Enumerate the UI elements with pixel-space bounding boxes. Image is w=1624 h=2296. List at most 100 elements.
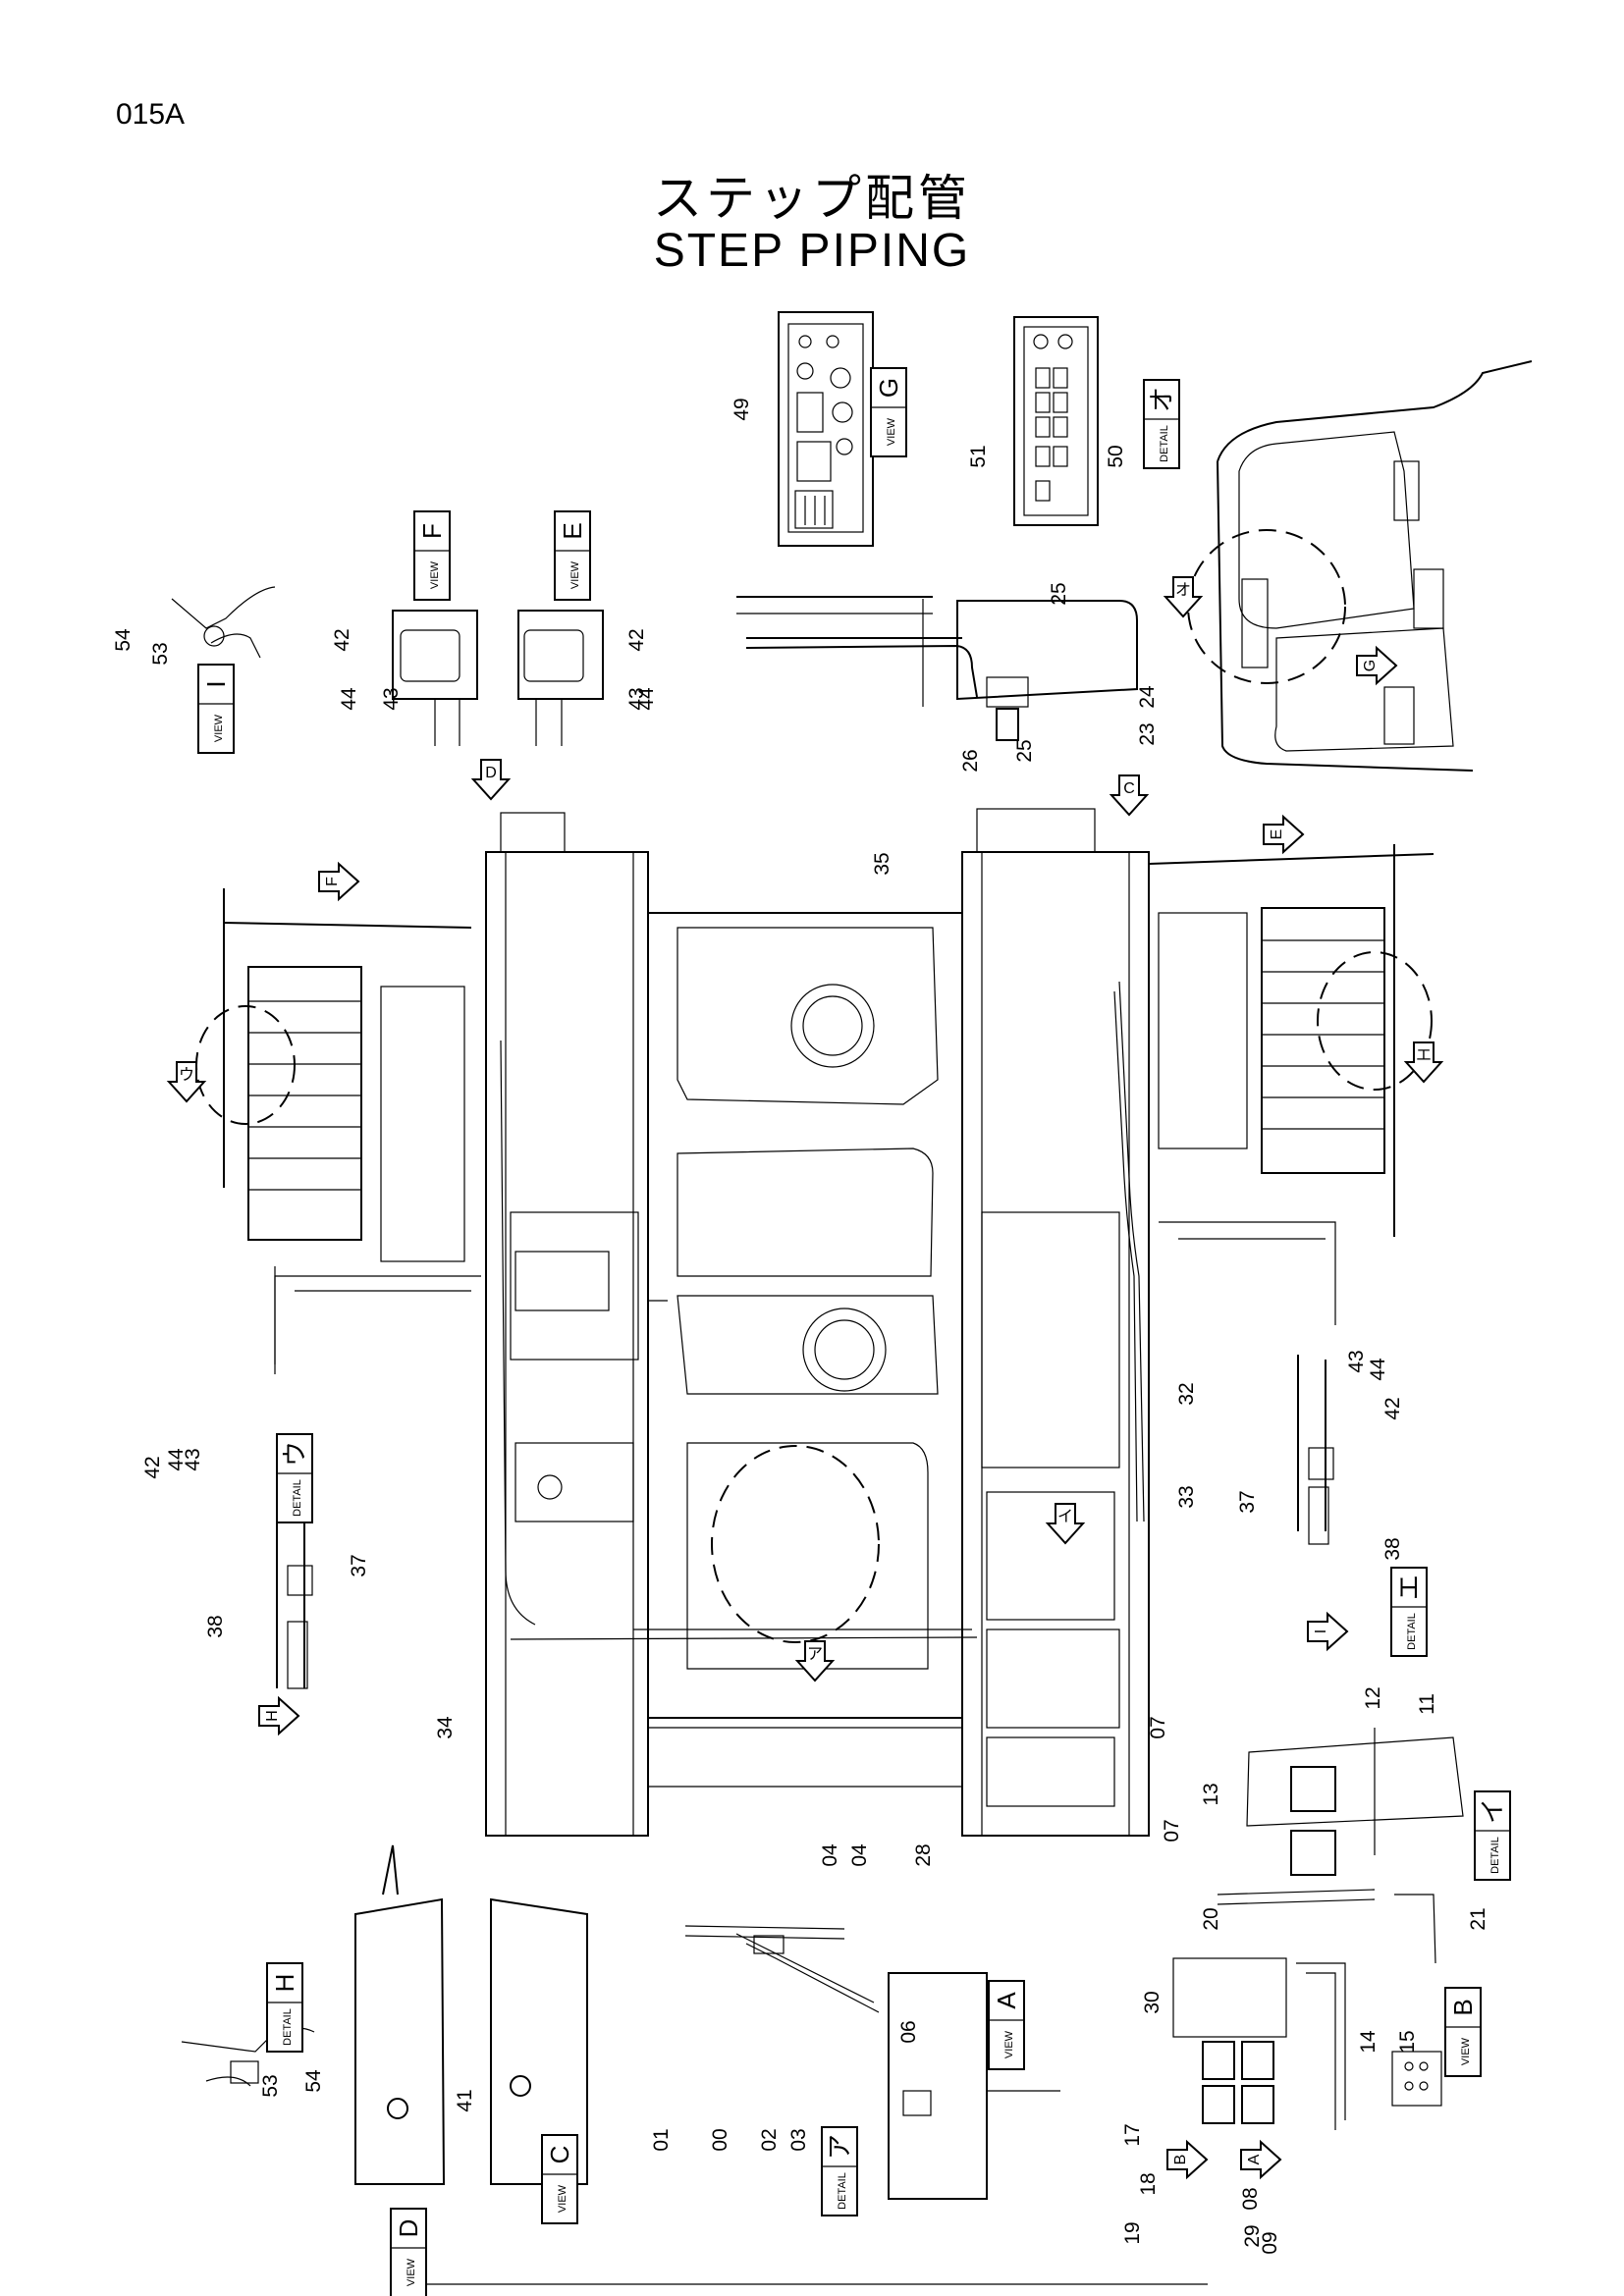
part-number-label: 43: [625, 687, 648, 710]
view-tag-kind: VIEW: [213, 714, 225, 742]
part-number-label: 06: [897, 2020, 920, 2043]
view-arrow: H: [258, 1695, 300, 1736]
view-arrow: A: [1240, 2139, 1282, 2180]
view-tag-letter: E: [558, 522, 587, 539]
part-number-label: 09: [1259, 2231, 1281, 2254]
part-number-label: 30: [1141, 1991, 1164, 2013]
part-number-label: 15: [1396, 2030, 1419, 2053]
part-number-label: 54: [112, 628, 135, 652]
part-number-label: 44: [635, 687, 658, 711]
view-tag-kind: VIEW: [406, 2258, 417, 2286]
view-arrow-letter: D: [485, 765, 497, 781]
part-number-label: 00: [709, 2128, 731, 2151]
valve-block-detail-i: [1217, 1728, 1464, 1964]
part-number-label: 53: [149, 642, 172, 665]
view-arrow: ウ: [166, 1061, 207, 1103]
part-number-label: 51: [967, 445, 990, 467]
part-number-label: 07: [1147, 1716, 1169, 1738]
view-arrow-letter: オ: [1175, 582, 1191, 599]
cab-view: [1187, 360, 1533, 772]
part-number-label: 53: [259, 2074, 282, 2097]
switch-panel-detail-o: [1013, 316, 1099, 526]
view-arrow: D: [470, 759, 512, 801]
part-number-label: 14: [1357, 2030, 1380, 2054]
view-tag-letter: D: [394, 2219, 423, 2238]
view-tag-kind: VIEW: [1003, 2030, 1015, 2058]
view-tag-kind: DETAIL: [1159, 425, 1170, 462]
part-number-label: 13: [1200, 1783, 1222, 1805]
view-tag-letter: ウ: [280, 1441, 309, 1467]
view-tag-letter: エ: [1394, 1575, 1424, 1600]
part-number-label: 49: [731, 398, 753, 420]
view-tag-view: VIEW E: [554, 510, 591, 601]
view-arrow: ア: [794, 1640, 836, 1682]
view-arrow: G: [1356, 645, 1398, 686]
part-number-label: 37: [348, 1554, 370, 1576]
part-number-label: 44: [165, 1448, 188, 1471]
view-tag-letter: I: [201, 680, 231, 687]
view-arrow-letter: I: [1313, 1629, 1329, 1633]
bracket-view-f: [392, 610, 478, 746]
part-number-label: 29: [1241, 2224, 1264, 2247]
view-tag-detail: DETAIL オ: [1143, 379, 1180, 469]
part-number-label: 42: [1381, 1397, 1404, 1419]
view-tag-kind: VIEW: [569, 561, 581, 589]
hose-bracket-detail: [736, 596, 1138, 741]
part-number-label: 54: [302, 2069, 325, 2093]
switch-panel-view-g: [778, 311, 874, 547]
view-tag-kind: DETAIL: [1489, 1837, 1501, 1874]
view-tag-detail: DETAIL ウ: [276, 1433, 313, 1523]
part-number-label: 18: [1137, 2172, 1160, 2195]
part-number-label: 03: [787, 2128, 810, 2151]
part-number-label: 17: [1121, 2123, 1144, 2146]
view-arrow: オ: [1163, 576, 1204, 618]
part-number-label: 19: [1121, 2221, 1144, 2244]
part-number-label: 20: [1200, 1907, 1222, 1930]
view-tag-letter: C: [545, 2146, 574, 2164]
tank-view-c-d: [354, 1844, 588, 2185]
left-step-ladder: [195, 888, 481, 1374]
part-number-label: 44: [1367, 1358, 1389, 1381]
view-arrow-letter: イ: [1057, 1509, 1073, 1525]
view-tag-kind: DETAIL: [292, 1479, 303, 1517]
view-tag-kind: VIEW: [1460, 2037, 1472, 2065]
part-number-label: 44: [338, 687, 360, 711]
part-number-label: 28: [912, 1843, 935, 1866]
view-arrow-letter: エ: [1416, 1047, 1432, 1064]
view-tag-letter: イ: [1478, 1798, 1507, 1824]
part-number-label: 21: [1467, 1907, 1489, 1930]
view-tag-view: VIEW D: [390, 2208, 427, 2296]
view-arrow: B: [1166, 2139, 1209, 2180]
view-arrow-letter: B: [1172, 2155, 1189, 2165]
page-code: 015A: [116, 98, 186, 131]
page-title-english: STEP PIPING: [653, 225, 971, 277]
view-arrow-letter: A: [1246, 2154, 1263, 2164]
view-arrow: C: [1109, 774, 1150, 817]
view-arrow: F: [318, 861, 360, 902]
view-arrow-letter: H: [264, 1710, 281, 1722]
part-number-label: 35: [871, 852, 893, 875]
part-number-label: 43: [380, 687, 403, 710]
part-number-label: 43: [1345, 1350, 1368, 1372]
view-tag-detail: DETAIL イ: [1474, 1790, 1511, 1881]
bracket-view-e: [517, 610, 604, 746]
view-tag-letter: オ: [1147, 387, 1176, 412]
hose-fitting-detail-a: [684, 1925, 1060, 2200]
hose-clamp-detail-e: [1297, 1355, 1334, 1545]
view-tag-kind: VIEW: [429, 561, 441, 589]
part-number-label: 24: [1136, 685, 1159, 709]
view-tag-kind: DETAIL: [837, 2172, 848, 2210]
view-arrow-letter: ア: [807, 1646, 823, 1663]
part-number-label: 04: [848, 1843, 871, 1867]
view-arrow-letter: E: [1269, 829, 1285, 840]
part-number-label: 41: [454, 2089, 476, 2111]
view-arrow: I: [1307, 1611, 1349, 1652]
part-number-label: 42: [331, 628, 353, 651]
